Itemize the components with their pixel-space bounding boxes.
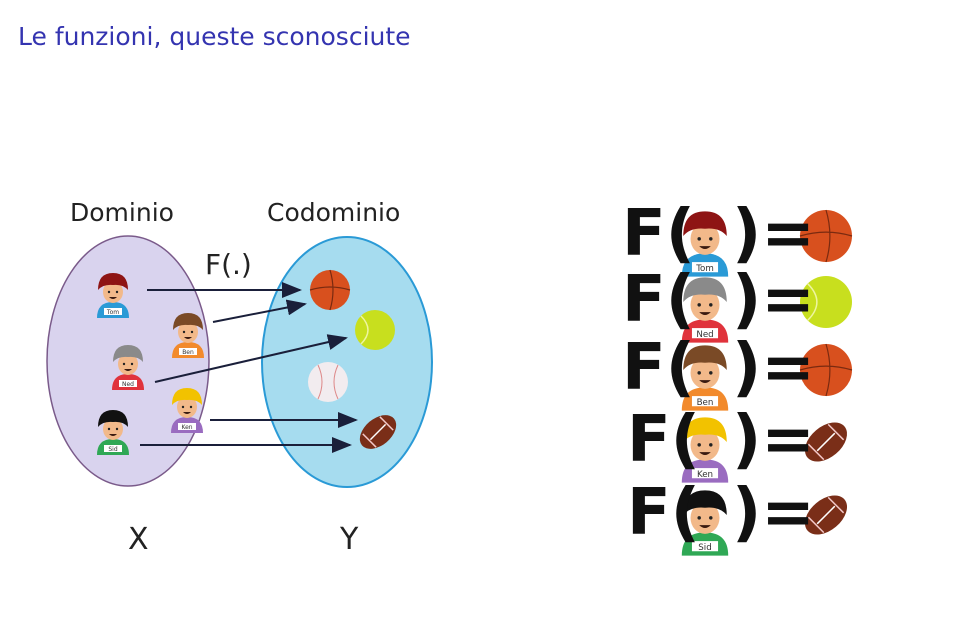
equation-f-sid: F(	[627, 476, 700, 550]
equation-f-ken: F(	[627, 403, 700, 477]
x-label: X	[128, 522, 149, 557]
name-tag: Sid	[698, 543, 711, 553]
name-tag: Ned	[696, 330, 713, 340]
basketball-ball	[799, 343, 853, 397]
basketball-ball	[309, 269, 351, 311]
tennis-ball	[355, 310, 395, 350]
equation-f-tom: F(	[622, 197, 695, 271]
person-sid: Sid	[97, 410, 129, 455]
person-tom: Tom	[97, 273, 129, 318]
baseball-ball	[308, 362, 348, 402]
domain-label: Dominio	[70, 198, 174, 227]
equation-equals: )=	[732, 476, 815, 550]
equation-equals: )=	[732, 403, 815, 477]
person-tom: Tom	[681, 211, 729, 277]
slide-title: Le funzioni, queste sconosciute	[18, 22, 411, 51]
equation-equals: )=	[732, 331, 815, 405]
mapping-arrow-ned	[154, 334, 348, 383]
equation-equals: )=	[732, 197, 815, 271]
equation-equals: )=	[732, 263, 815, 337]
football-ball	[804, 495, 848, 535]
person-ken: Ken	[171, 388, 203, 433]
name-tag: Tom	[695, 264, 714, 274]
name-tag: Sid	[108, 446, 117, 453]
basketball-ball	[799, 209, 853, 263]
name-tag: Ned	[122, 381, 134, 388]
codomain-set	[261, 236, 433, 488]
name-tag: Ben	[697, 398, 714, 408]
person-ben: Ben	[681, 345, 729, 411]
name-tag: Ben	[182, 349, 194, 356]
person-ken: Ken	[681, 417, 729, 483]
codomain-label: Codominio	[267, 198, 401, 227]
mapping-arrow-ben	[212, 299, 307, 323]
person-ben: Ben	[172, 313, 204, 358]
name-tag: Tom	[106, 309, 119, 316]
name-tag: Ken	[181, 424, 192, 431]
person-sid: Sid	[681, 490, 729, 556]
person-ned: Ned	[112, 345, 144, 390]
equation-f-ben: F(	[622, 331, 695, 405]
football-ball	[804, 422, 848, 462]
tennis-ball	[800, 276, 852, 328]
person-ned: Ned	[681, 277, 729, 343]
name-tag: Ken	[697, 470, 713, 480]
football-ball	[359, 415, 397, 449]
equation-f-ned: F(	[622, 263, 695, 337]
function-label: F(.)	[205, 248, 252, 281]
y-label: Y	[340, 522, 359, 557]
